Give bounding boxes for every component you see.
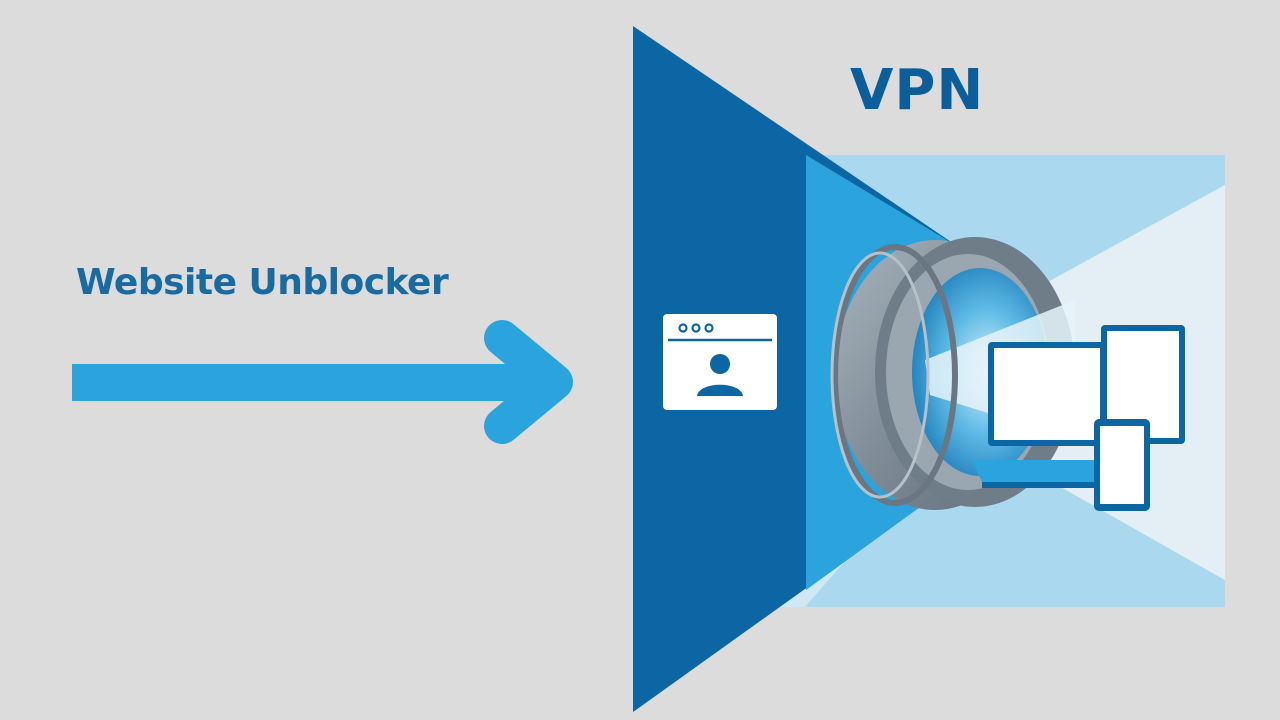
light-beam-upper xyxy=(805,155,1225,330)
phone-icon xyxy=(1094,419,1150,511)
vpn-wedge-dark xyxy=(633,26,960,712)
browser-user-icon xyxy=(663,314,777,410)
light-beam-lower xyxy=(805,430,1225,607)
arrow-right-icon xyxy=(72,320,573,444)
tablet-icon xyxy=(1101,325,1185,444)
vpn-label: VPN xyxy=(850,58,985,123)
website-unblocker-label: Website Unblocker xyxy=(76,262,449,303)
laptop-icon xyxy=(972,342,1122,488)
